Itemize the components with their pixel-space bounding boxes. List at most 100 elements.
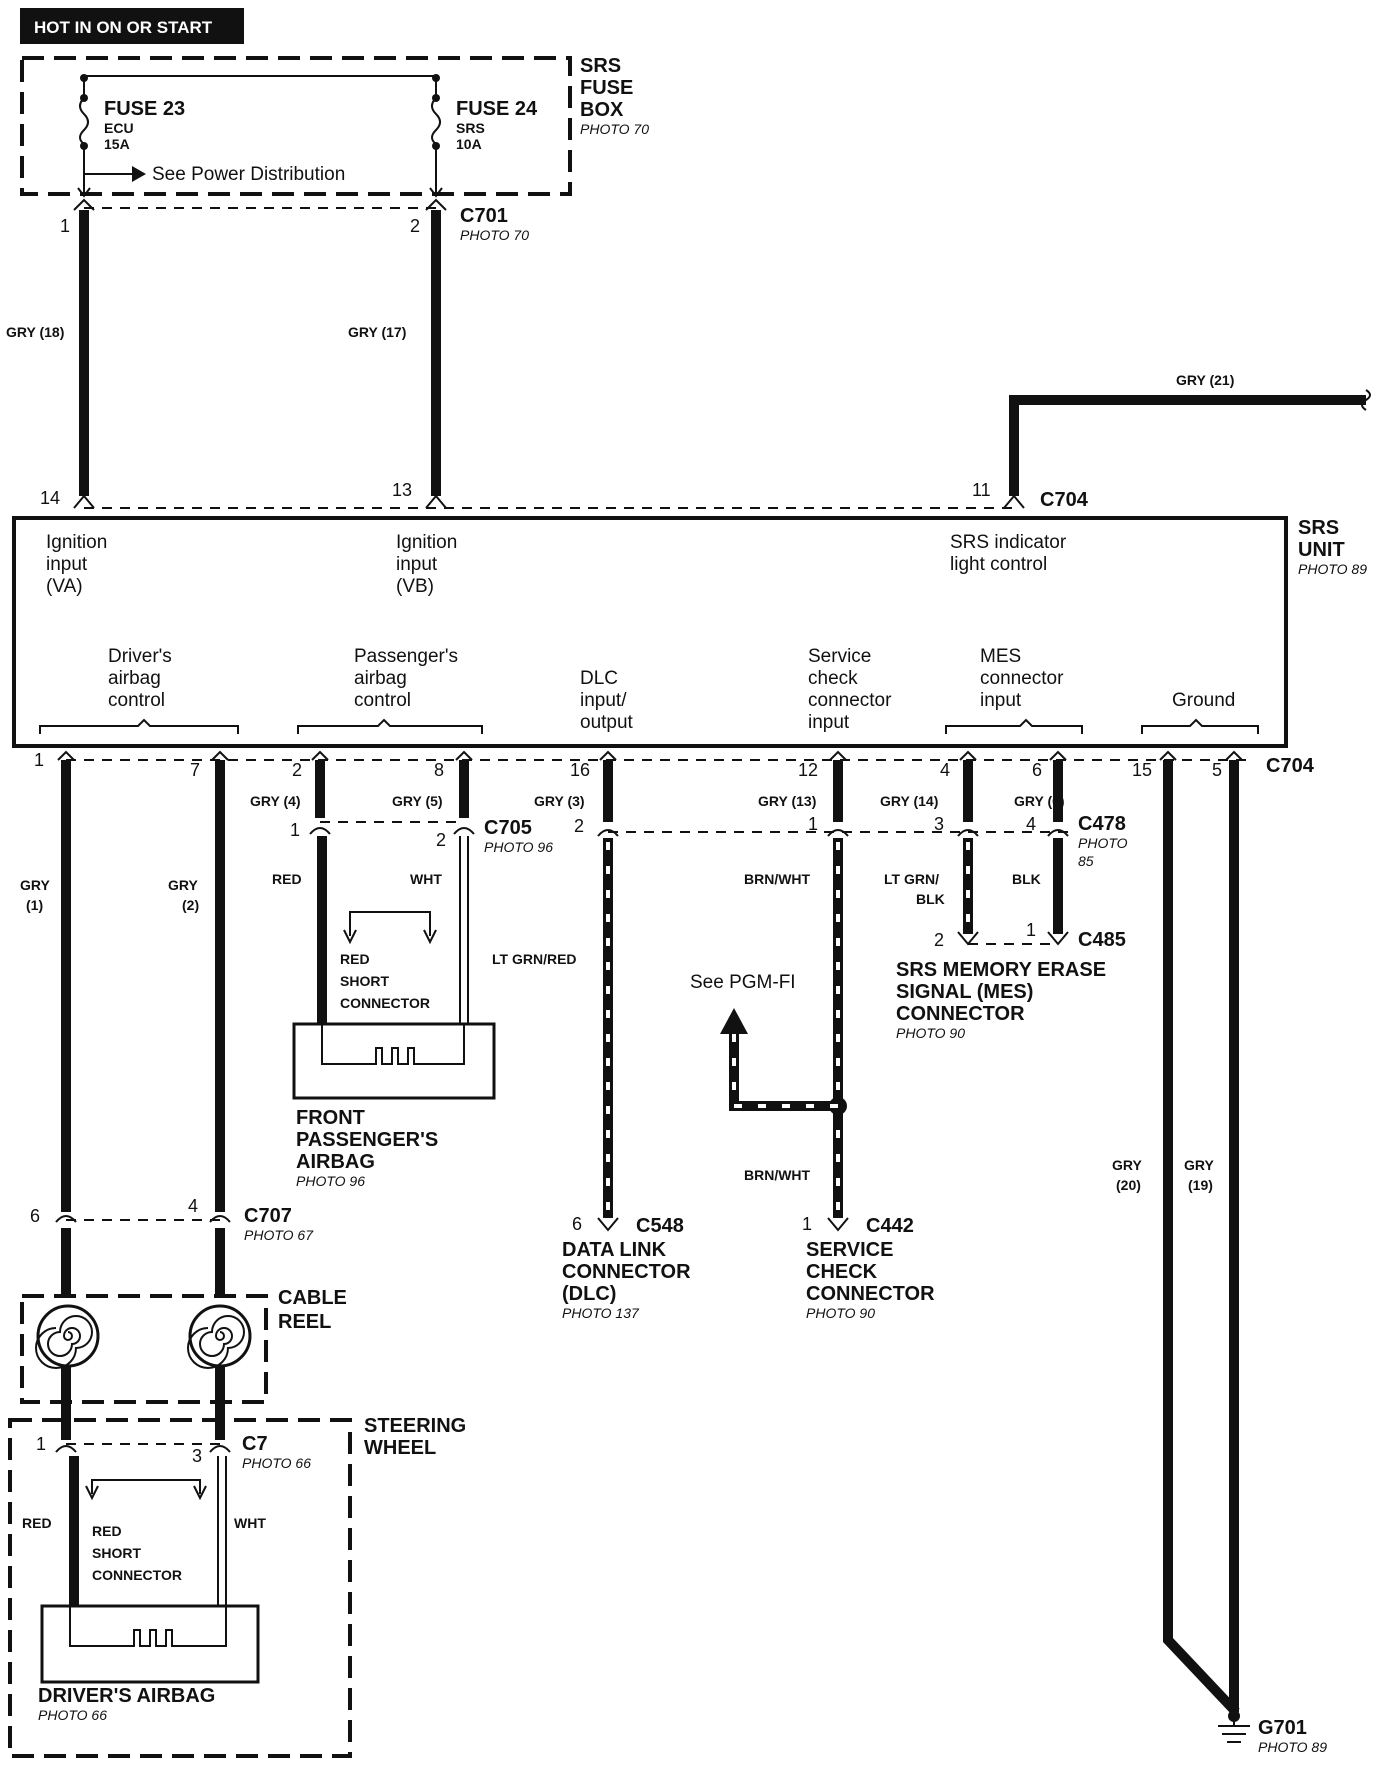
mes-conn-label-3: CONNECTOR [896,1003,1025,1025]
wire-gry-20 [1163,760,1240,1716]
cable-reel-spiral-right-icon [187,1304,252,1369]
c704-pin-13: 13 [392,480,412,500]
c707-label: C707 [244,1205,292,1227]
svc-conn-label-3: CONNECTOR [806,1283,935,1305]
red-short-driver-l1: RED [92,1523,122,1539]
wire-gry-19-label: GRY [1184,1157,1214,1173]
connector-c485: 2 1 C485 [934,920,1126,951]
c7-pin-1: 1 [36,1434,46,1454]
svc-input-4: input [808,712,850,733]
arrow-up-icon [720,1008,748,1034]
c704-pin-5: 5 [1212,760,1222,780]
g701-photo: PHOTO 89 [1258,1739,1327,1755]
mes-input-2: connector [980,668,1064,689]
c478-pin-4: 4 [1026,814,1036,834]
connector-c7: 1 3 C7 PHOTO 66 [36,1433,311,1471]
see-pgm-fi-link[interactable]: See PGM-FI [690,972,796,993]
service-check-connector: 1 C442 SERVICE CHECK CONNECTOR PHOTO 90 [802,1214,935,1321]
fuse-23-symbol [79,97,89,145]
dlc-label-3: (DLC) [562,1283,616,1305]
connector-c704-bottom: 1 7 2 8 16 12 4 6 15 5 C704 [34,750,1315,780]
wire-ltgrn-red-label: LT GRN/RED [492,951,577,967]
front-passenger-airbag-module: FRONT PASSENGER'S AIRBAG PHOTO 96 [292,1022,496,1189]
ign-vb-label-3: (VB) [396,576,434,597]
wire-gry-2-num: (2) [182,897,199,913]
wire-wht-passenger [459,836,469,1024]
srs-unit: SRS UNIT PHOTO 89 Ignition input (VA) Ig… [12,516,1367,748]
driver-airbag-ctrl-1: Driver's [108,646,172,667]
driver-airbag-label: DRIVER'S AIRBAG [38,1685,215,1707]
g701-label: G701 [1258,1717,1307,1739]
dlc-label-2: CONNECTOR [562,1261,691,1283]
front-airbag-label-3: AIRBAG [296,1151,375,1173]
svc-conn-label-1: SERVICE [806,1239,893,1261]
svc-conn-photo: PHOTO 90 [806,1305,875,1321]
wire-to-pgm-fi [729,1034,838,1111]
c704-top-label: C704 [1040,489,1089,511]
passenger-airbag-ctrl-1: Passenger's [354,646,458,667]
steering-wheel: STEERING WHEEL [8,1415,466,1758]
wire-gry-13-label: GRY (13) [758,793,816,809]
ground-g701: G701 PHOTO 89 [1218,1710,1327,1755]
front-airbag-photo: PHOTO 96 [296,1173,365,1189]
c478-label: C478 [1078,813,1126,835]
c704-pin-12: 12 [798,760,818,780]
wire-wht-passenger-label: WHT [410,871,442,887]
c548-label: C548 [636,1215,684,1237]
wire-gry-5-label: GRY (5) [392,793,443,809]
driver-airbag-ctrl-2: airbag [108,668,161,689]
wire-gry-20-num: (20) [1116,1177,1141,1193]
fuse-box-title-3: BOX [580,99,624,121]
c704-pin-1: 1 [34,750,44,770]
wire-gry-18-label: GRY (18) [6,324,64,340]
mes-conn-label-2: SIGNAL (MES) [896,981,1033,1003]
cable-reel-spiral-left-icon [35,1304,100,1369]
passenger-airbag-ctrl-3: control [354,690,411,711]
see-power-distribution-link[interactable]: See Power Distribution [152,164,345,185]
c705-photo: PHOTO 96 [484,839,553,855]
mes-input-3: input [980,690,1022,711]
c705-pin-1: 1 [290,820,300,840]
fuse-box-photo: PHOTO 70 [580,121,649,137]
data-link-connector: 6 C548 DATA LINK CONNECTOR (DLC) PHOTO 1… [562,1214,691,1321]
c705-label: C705 [484,817,532,839]
c478-photo: PHOTO [1078,835,1128,851]
svc-input-3: connector [808,690,892,711]
srs-unit-photo: PHOTO 89 [1298,561,1367,577]
fuse-24-symbol [431,97,441,145]
connector-c707: 6 4 C707 PHOTO 67 [30,1196,314,1243]
fuse-box-title-2: FUSE [580,77,633,99]
mes-conn-photo: PHOTO 90 [896,1025,965,1041]
fuse-24-label: FUSE 24 [456,98,538,120]
red-short-passenger-l2: SHORT [340,973,389,989]
c704-pin-15: 15 [1132,760,1152,780]
wire-gry-14-label: GRY (14) [880,793,938,809]
srs-unit-title-2: UNIT [1298,539,1345,561]
connector-c701: 1 2 C701 PHOTO 70 [60,198,529,243]
cable-reel-label-2: REEL [278,1311,331,1333]
ign-va-label-2: input [46,554,88,575]
c7-label: C7 [242,1433,268,1455]
c442-label: C442 [866,1215,914,1237]
front-airbag-label-1: FRONT [296,1107,365,1129]
c701-label: C701 [460,205,508,227]
connector-c478: 3 4 C478 PHOTO 85 [934,813,1128,869]
c705-pin-2: 2 [436,830,446,850]
wire-gry-1-num: (1) [26,897,43,913]
c442-pin-1: 1 [802,1214,812,1234]
red-short-connector-driver: RED SHORT CONNECTOR [85,1479,207,1583]
passenger-airbag-ctrl-2: airbag [354,668,407,689]
srs-fuse-box: SRS FUSE BOX PHOTO 70 FUSE 23 ECU 15A FU… [20,55,649,198]
wire-blk-label: BLK [1012,871,1041,887]
wire-gry-20-label: GRY [1112,1157,1142,1173]
wire-gry-19-num: (19) [1188,1177,1213,1193]
connector-c704-top: 14 13 11 C704 [40,480,1089,511]
wire-gry-21 [1009,395,1366,496]
indicator-label-2: light control [950,554,1047,575]
wire-ltgrn-blk-label: LT GRN/ [884,871,939,887]
c704-pin-14: 14 [40,488,60,508]
red-short-driver-l3: CONNECTOR [92,1567,182,1583]
c7-pin-3: 3 [192,1446,202,1466]
